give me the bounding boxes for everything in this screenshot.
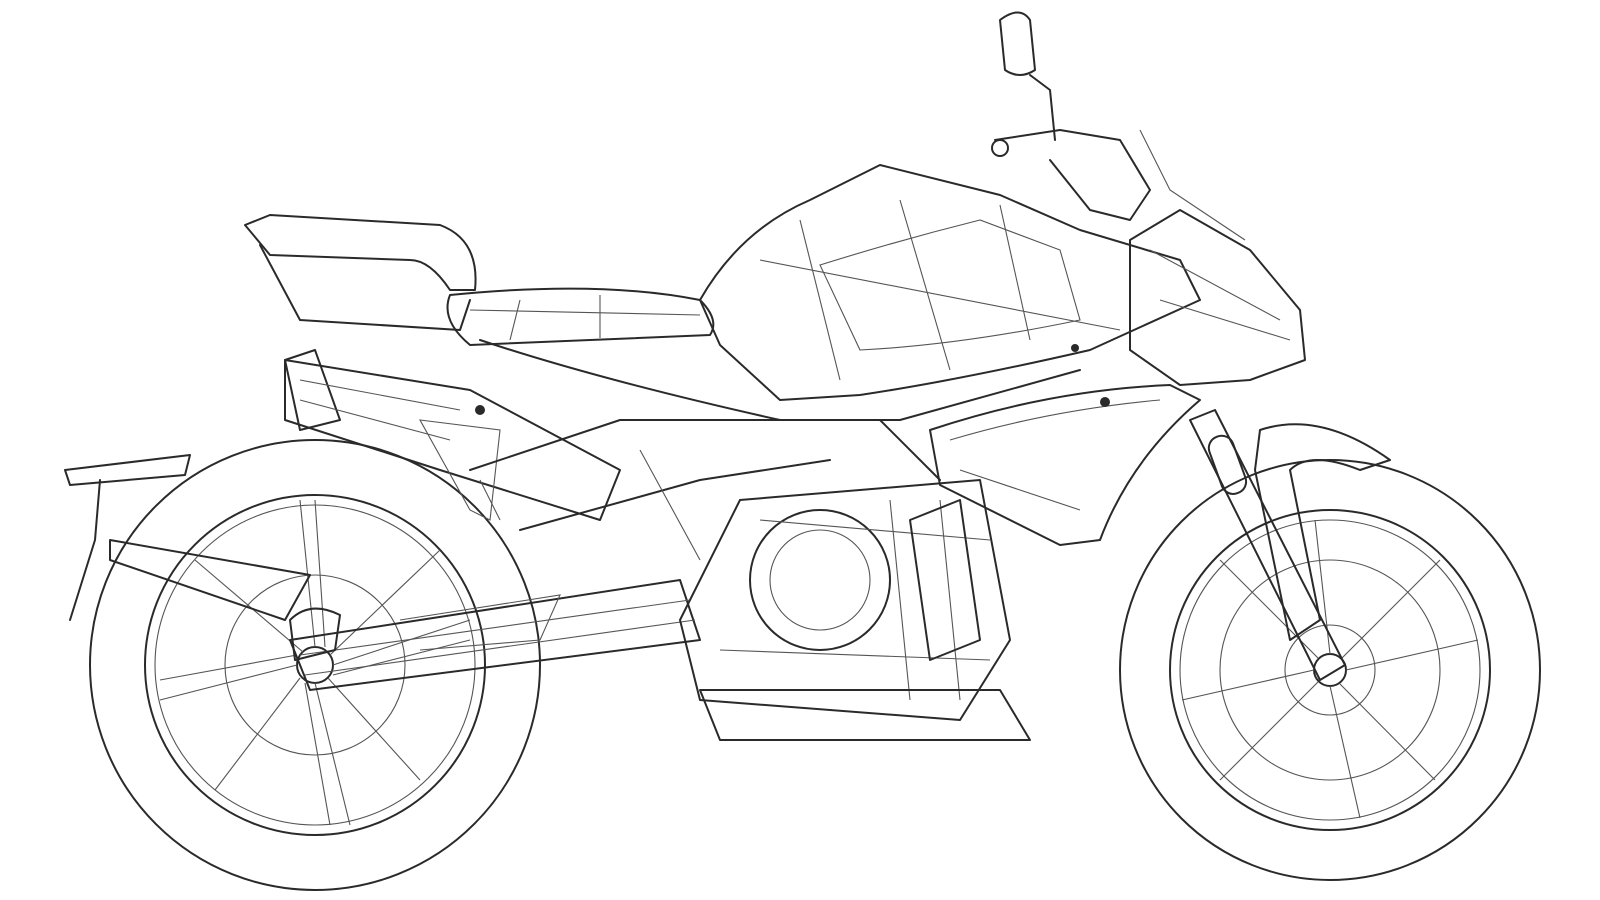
- front-cowl: [1129, 129, 1306, 386]
- mirror: [999, 11, 1056, 141]
- side-fairing: [479, 339, 1201, 546]
- mounting-bolt: [1100, 397, 1110, 407]
- mounting-bolt: [1071, 344, 1079, 352]
- exhaust: [284, 349, 621, 521]
- front-fender: [1254, 423, 1391, 641]
- front-wheel: [1119, 459, 1541, 881]
- tail-section: [244, 214, 477, 331]
- seat: [446, 287, 715, 346]
- belly-pan: [699, 689, 1031, 741]
- fuel-tank: [699, 164, 1201, 401]
- swingarm: [289, 579, 701, 691]
- frame: [469, 419, 941, 561]
- rear-brake-disc: [224, 574, 406, 756]
- rear-wheel: [89, 439, 541, 891]
- license-plate-bracket: [64, 454, 311, 621]
- mounting-bolt: [475, 405, 485, 415]
- front-fork: [1189, 409, 1391, 681]
- handlebar: [991, 129, 1151, 221]
- engine: [679, 479, 1031, 741]
- rear-brake-caliper: [289, 607, 341, 661]
- front-brake-disc: [1219, 559, 1441, 781]
